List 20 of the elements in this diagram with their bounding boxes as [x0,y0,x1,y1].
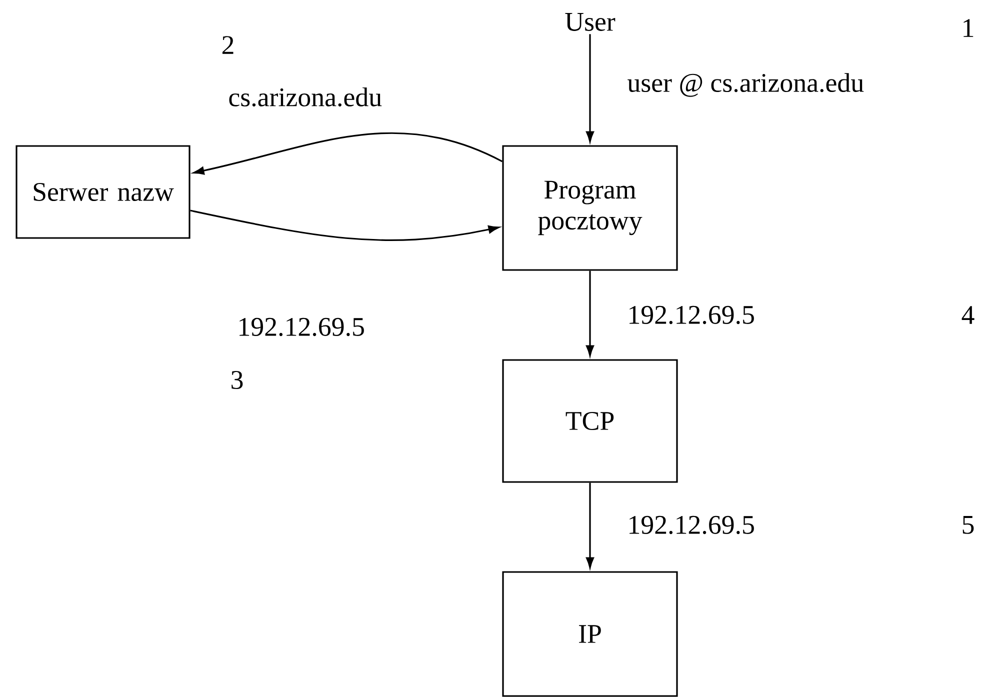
step-number: 1 [964,19,974,37]
arrow [586,270,594,356]
arrow [586,482,594,568]
edge-label: user @ cs.arizona.edu [628,73,864,97]
step-number: 5 [962,516,974,534]
process-box: Program pocztowy [502,145,678,271]
edge-label: 192.12.69.5 [630,516,754,534]
process-box: Serwer nazw [16,145,190,239]
arrow [190,210,500,241]
edge-label: 192.12.69.5 [630,306,754,324]
step-number: 3 [232,370,243,390]
edge-label: 192.12.69.5 [240,318,364,336]
process-box: TCP [502,359,678,483]
step-number: 2 [222,36,234,54]
arrow [193,132,503,175]
edge-label: cs.arizona.edu [229,87,382,107]
arrow [586,34,594,142]
process-box: IP [502,571,678,697]
source-label: User [565,13,616,31]
step-number: 4 [962,306,974,324]
